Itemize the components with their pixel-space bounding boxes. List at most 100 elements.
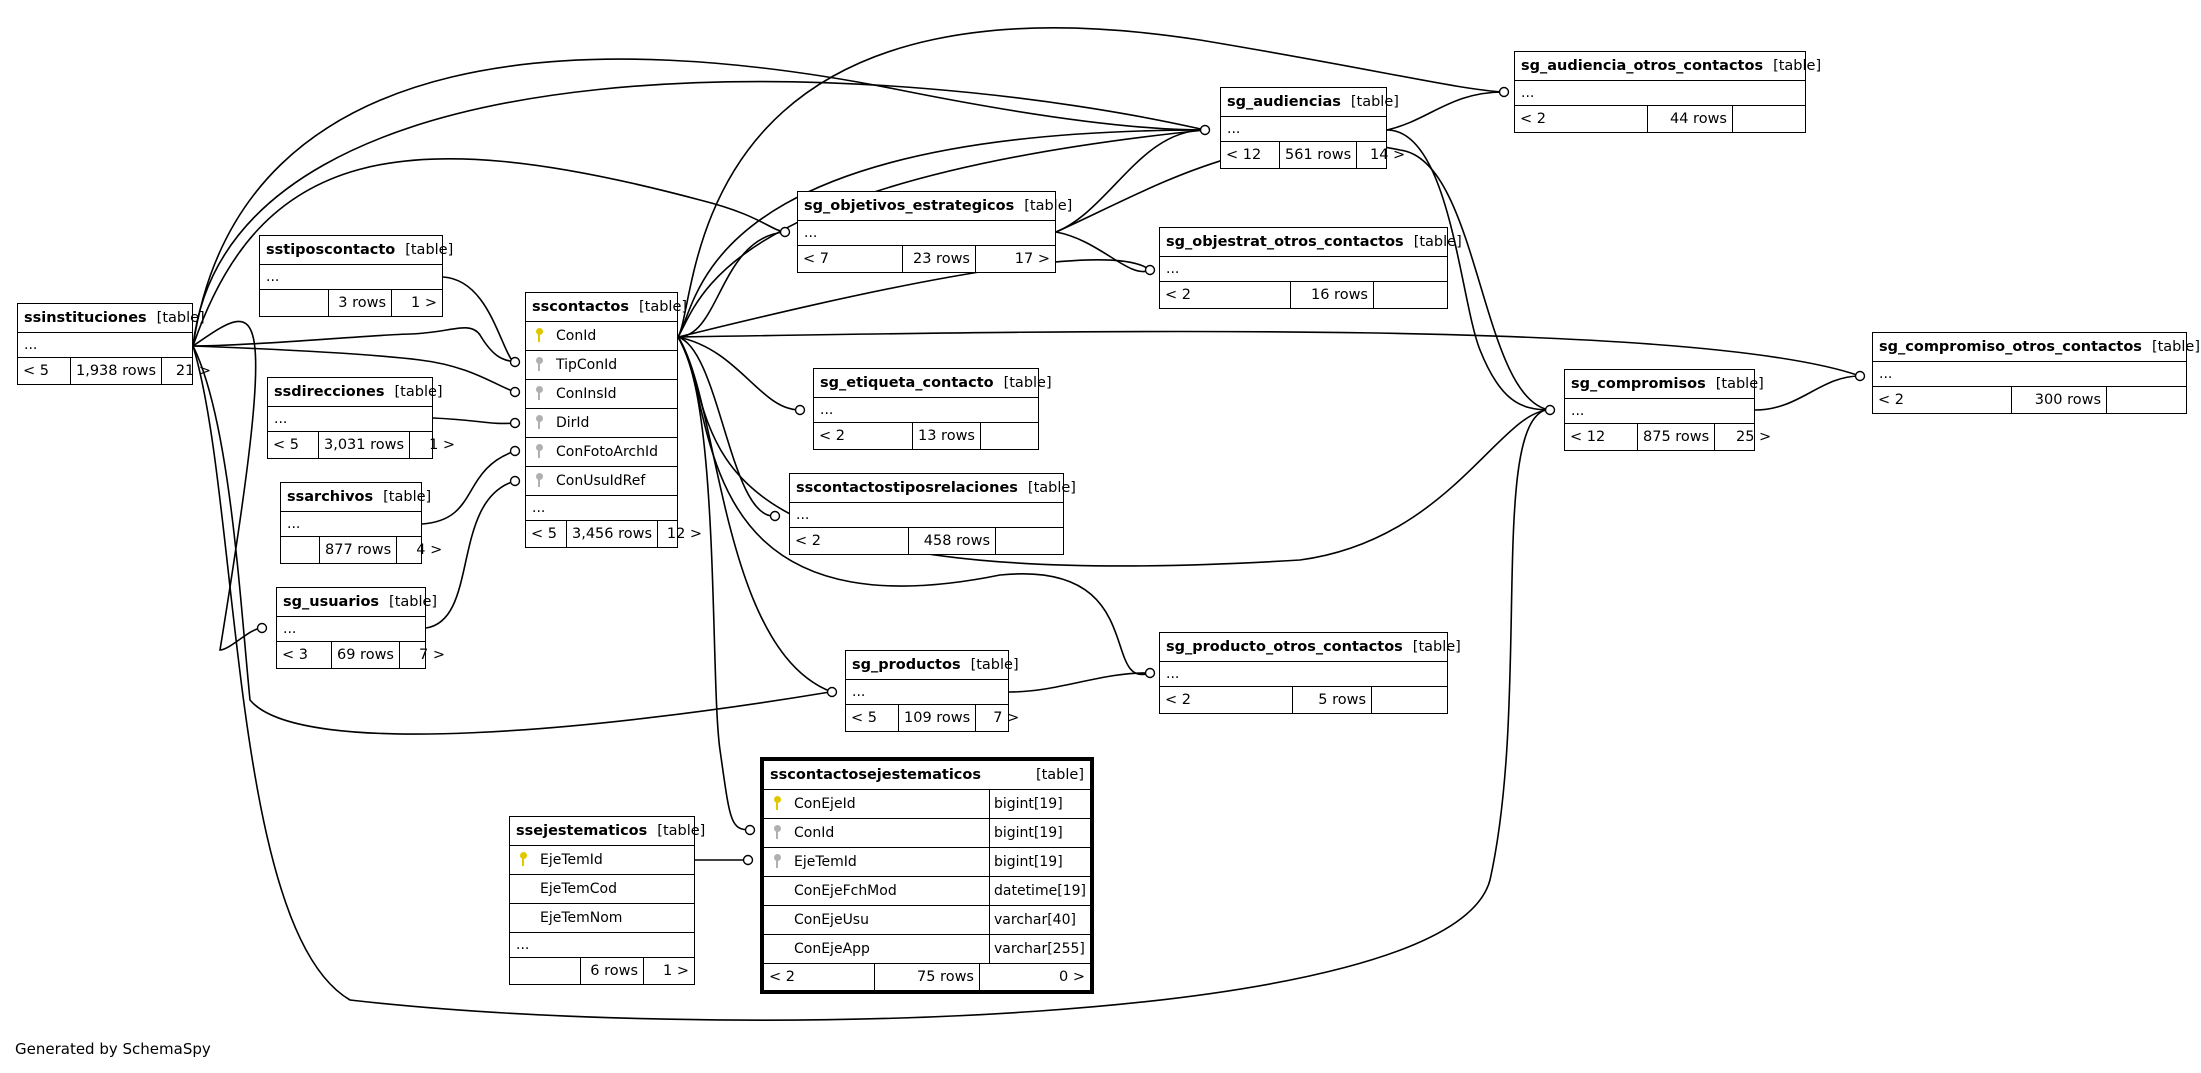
column-row[interactable]: EjeTemNom (510, 904, 694, 933)
table-header[interactable]: sscontactosejestematicos[table] (764, 761, 1090, 790)
parents-count[interactable]: < 7 (798, 246, 903, 272)
more-columns-ellipsis[interactable]: ... (1160, 257, 1447, 282)
parents-count[interactable]: < 5 (846, 705, 899, 731)
parents-count[interactable]: < 5 (526, 521, 567, 547)
table-header[interactable]: sg_compromisos[table] (1565, 370, 1764, 399)
table-header[interactable]: sscontactos[table] (526, 293, 687, 322)
parents-count[interactable] (260, 290, 329, 316)
table-sg-objestrat-otros-contactos[interactable]: sg_objestrat_otros_contactos[table]...< … (1159, 227, 1462, 309)
children-count[interactable]: 14 > (1370, 146, 1406, 163)
parents-count[interactable]: < 2 (1160, 282, 1291, 308)
children-count[interactable]: 0 > (1059, 968, 1085, 985)
parents-count[interactable]: < 2 (1873, 387, 2012, 413)
table-header[interactable]: sg_objetivos_estrategicos[table] (798, 192, 1072, 221)
children-count[interactable] (1374, 282, 1447, 308)
table-header[interactable]: sg_audiencias[table] (1221, 88, 1399, 117)
children-count[interactable]: 12 > (666, 525, 703, 542)
more-columns-ellipsis[interactable]: ... (814, 398, 1038, 423)
more-columns-ellipsis[interactable]: ... (268, 407, 432, 432)
table-header[interactable]: sg_usuarios[table] (277, 588, 437, 617)
column-row[interactable]: ConUsuIdRef (526, 467, 677, 496)
children-count[interactable] (981, 423, 1039, 449)
children-count[interactable]: 7 > (993, 709, 1020, 726)
parents-count[interactable] (281, 537, 320, 563)
children-count[interactable]: 1 > (429, 436, 456, 453)
table-header[interactable]: ssdirecciones[table] (268, 378, 443, 407)
parents-count[interactable] (510, 958, 581, 984)
children-count[interactable] (2107, 387, 2186, 413)
children-count[interactable]: 7 > (419, 646, 445, 663)
parents-count[interactable]: < 2 (1160, 687, 1293, 713)
column-row[interactable]: ConFotoArchId (526, 438, 677, 467)
more-columns-ellipsis[interactable]: ... (1565, 399, 1754, 424)
parents-count[interactable]: < 12 (1221, 142, 1280, 168)
column-row[interactable]: TipConId (526, 351, 677, 380)
more-columns-ellipsis[interactable]: ... (846, 680, 1008, 705)
parents-count[interactable]: < 2 (790, 528, 909, 554)
children-count[interactable] (1733, 106, 1805, 132)
children-count[interactable] (996, 528, 1063, 554)
children-count[interactable] (1372, 687, 1447, 713)
children-count[interactable]: 1 > (411, 294, 437, 311)
children-count[interactable]: 1 > (663, 962, 689, 979)
children-count[interactable]: 25 > (1736, 428, 1772, 445)
more-columns-ellipsis[interactable]: ... (281, 512, 421, 537)
table-header[interactable]: sg_producto_otros_contactos[table] (1160, 633, 1461, 662)
parents-count[interactable]: < 2 (1515, 106, 1648, 132)
column-row[interactable]: DirId (526, 409, 677, 438)
parents-count[interactable]: < 2 (814, 423, 913, 449)
column-row[interactable]: ConInsId (526, 380, 677, 409)
more-columns-ellipsis[interactable]: ... (1221, 117, 1386, 142)
parents-count[interactable]: < 5 (268, 432, 319, 458)
children-count[interactable]: 4 > (416, 541, 443, 558)
more-columns-ellipsis[interactable]: ... (277, 617, 425, 642)
column-row[interactable]: EjeTemId (510, 846, 694, 875)
table-header[interactable]: sscontactostiposrelaciones[table] (790, 474, 1076, 503)
table-header[interactable]: sg_etiqueta_contacto[table] (814, 369, 1052, 398)
parents-count[interactable]: < 5 (18, 358, 71, 384)
more-columns-ellipsis[interactable]: ... (510, 933, 694, 958)
table-sg-compromiso-otros-contactos[interactable]: sg_compromiso_otros_contactos[table]...<… (1872, 332, 2200, 414)
parents-count[interactable]: < 3 (277, 642, 332, 668)
table-header[interactable]: sg_compromiso_otros_contactos[table] (1873, 333, 2200, 362)
table-header[interactable]: ssarchivos[table] (281, 483, 431, 512)
children-count[interactable]: 17 > (1014, 250, 1050, 267)
more-columns-ellipsis[interactable]: ... (260, 265, 442, 290)
more-columns-ellipsis[interactable]: ... (798, 221, 1055, 246)
parents-count[interactable]: < 2 (764, 964, 875, 990)
table-sg-audiencia-otros-contactos[interactable]: sg_audiencia_otros_contactos[table]...< … (1514, 51, 1821, 133)
table-header[interactable]: sg_productos[table] (846, 651, 1019, 680)
more-columns-ellipsis[interactable]: ... (1873, 362, 2186, 387)
more-columns-ellipsis[interactable]: ... (526, 496, 677, 521)
more-columns-ellipsis[interactable]: ... (1515, 81, 1805, 106)
table-header[interactable]: sg_audiencia_otros_contactos[table] (1515, 52, 1821, 81)
table-sg-producto-otros-contactos[interactable]: sg_producto_otros_contactos[table]...< 2… (1159, 632, 1461, 714)
children-count[interactable]: 21 > (175, 362, 212, 379)
table-header[interactable]: ssinstituciones[table] (18, 304, 205, 333)
more-columns-ellipsis[interactable]: ... (1160, 662, 1447, 687)
column-row[interactable]: EjeTemCod (510, 875, 694, 904)
table-header[interactable]: ssejestematicos[table] (510, 817, 705, 846)
parents-count[interactable]: < 12 (1565, 424, 1638, 450)
more-columns-ellipsis[interactable]: ... (790, 503, 1063, 528)
column-row[interactable]: ConId (526, 322, 677, 351)
table-header[interactable]: sstiposcontacto[table] (260, 236, 453, 265)
